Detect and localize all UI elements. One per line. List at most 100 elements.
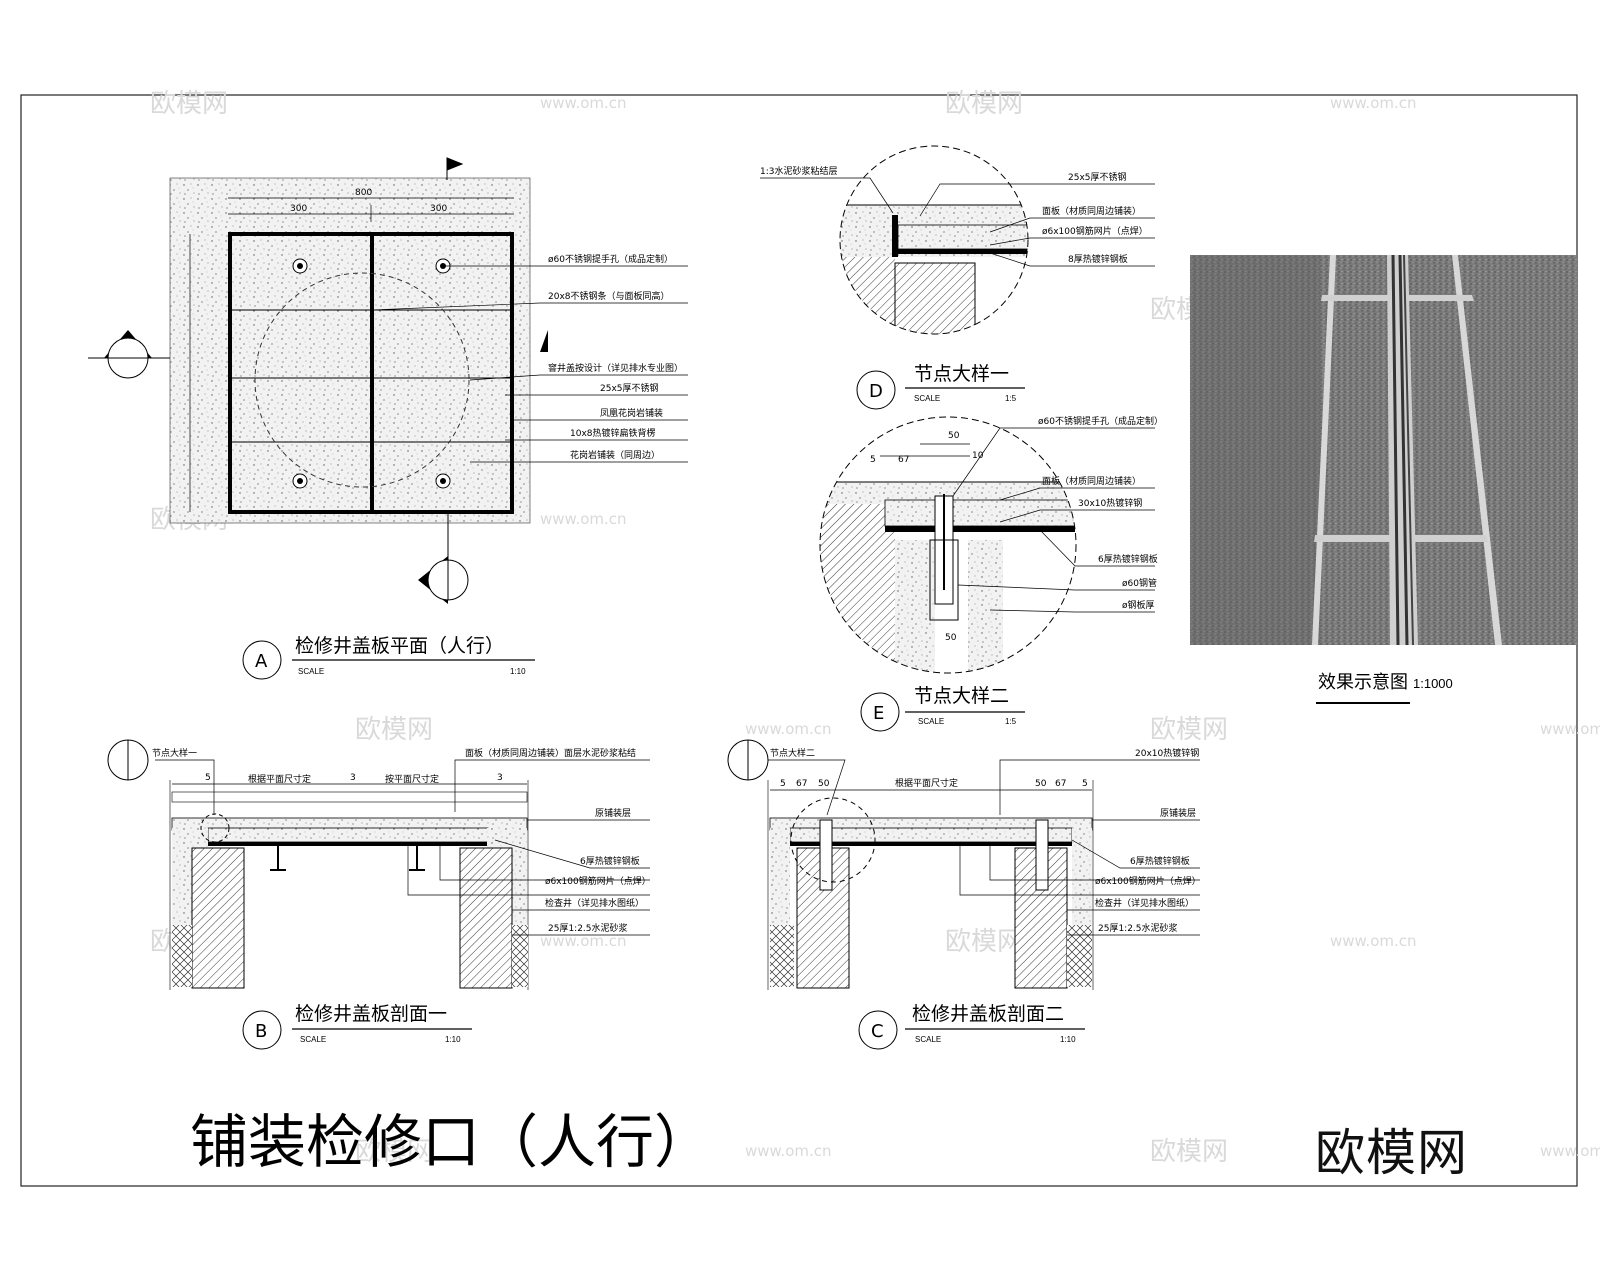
stainless-frame-strips <box>1312 255 1502 645</box>
section-c-dim: 67 <box>1055 779 1066 789</box>
view-b-mark-letter: B <box>255 1021 267 1042</box>
section-b-label: 25厚1:2.5水泥砂浆 <box>548 922 628 934</box>
section-c-dim: 67 <box>796 779 807 789</box>
detail-e-label: ø钢板厚 <box>1122 599 1155 611</box>
view-a-plan: 800 300 300 ø60不锈钢提手孔（成品定制） <box>88 157 688 680</box>
view-b-section: 5 3 3 节点大样一 面板（材质同周边铺装）面层水泥砂浆粘结 根据平面尺寸定 … <box>107 739 651 1050</box>
view-d-scale: 1:5 <box>1005 394 1017 403</box>
lifting-hole-icon <box>435 473 451 489</box>
view-c-scale-word: SCALE <box>915 1035 941 1044</box>
detail-e-dim: 5 <box>870 455 876 465</box>
view-e-detail: 50 10 67 5 50 ø60不锈钢提手孔（成品定制） 面板（材质同周边铺装… <box>819 415 1163 732</box>
view-mark-a <box>242 640 282 680</box>
plan-label: ø60不锈钢提手孔（成品定制） <box>548 253 673 265</box>
view-d-scale-word: SCALE <box>914 394 940 403</box>
plan-label: 10x8热镀锌扁铁背楞 <box>570 427 656 439</box>
watermark-layer: 欧模网www.om.cn欧模网www.om.cn欧模网欧模网www.om.cnw… <box>150 89 1600 1167</box>
view-e-title: 节点大样二 <box>914 685 1009 707</box>
view-d-mark-letter: D <box>869 381 883 402</box>
north-flag-icon <box>446 157 464 180</box>
view-e-scale-word: SCALE <box>918 717 944 726</box>
watermark-text: www.om.cn <box>540 932 627 950</box>
watermark-text: 欧模网 <box>945 89 1023 119</box>
detail-e-label: ø60不锈钢提手孔（成品定制） <box>1038 415 1163 427</box>
section-b-label: ø6x100钢筋网片（点焊） <box>545 875 651 887</box>
watermark-text: 欧模网 <box>355 715 433 745</box>
manhole-opening-outline <box>254 272 470 488</box>
view-b-title: 检修井盖板剖面一 <box>295 1003 447 1025</box>
watermark-text: www.om.cn <box>540 510 627 528</box>
watermark-text: www.om.cn <box>745 1142 832 1160</box>
view-c-title: 检修井盖板剖面二 <box>912 1003 1064 1025</box>
detail-e-dim: 10 <box>972 451 984 461</box>
detail-e-label: ø60钢管 <box>1122 577 1157 589</box>
effect-photo <box>1190 255 1577 645</box>
view-e-mark-letter: E <box>873 703 884 724</box>
section-c-label: 25厚1:2.5水泥砂浆 <box>1098 922 1178 934</box>
section-b-label: 检查井（详见排水图纸） <box>545 897 644 909</box>
plan-label: 25x5厚不锈钢 <box>600 382 659 394</box>
view-a-title: 检修井盖板平面（人行） <box>295 635 504 657</box>
dim-300-right: 300 <box>430 204 447 214</box>
watermark-text: www.om.cn <box>1540 720 1600 738</box>
section-marker-c-icon <box>418 556 469 604</box>
section-c-dim: 5 <box>780 779 786 789</box>
effect-title: 效果示意图 <box>1318 672 1408 693</box>
section-c-label: 根据平面尺寸定 <box>895 777 958 789</box>
section-b-dim: 5 <box>205 773 211 783</box>
view-d-title: 节点大样一 <box>914 363 1009 385</box>
watermark-text: 欧模网 <box>1150 715 1228 745</box>
sheet-border <box>20 94 1578 1187</box>
watermark-text: www.om.cn <box>1330 94 1417 112</box>
view-a-scale: 1:10 <box>510 667 526 676</box>
detail-e-label: 30x10热镀锌钢 <box>1078 497 1142 509</box>
view-c-scale: 1:10 <box>1060 1035 1076 1044</box>
detail-d-label: ø6x100钢筋网片（点焊） <box>1042 225 1148 237</box>
watermark-text: www.om.cn <box>1330 932 1417 950</box>
lifting-hole-icon <box>292 473 308 489</box>
section-b-dim: 3 <box>497 773 503 783</box>
effect-scale: 1:1000 <box>1413 676 1453 691</box>
detail-e-dim: 67 <box>898 455 909 465</box>
section-c-label: 节点大样二 <box>770 747 815 759</box>
watermark-text: www.om.cn <box>745 720 832 738</box>
section-marker-b-icon <box>104 330 152 379</box>
watermark-text: 欧模网 <box>945 927 1023 957</box>
section-flag-icon <box>540 330 548 352</box>
section-b-label: 节点大样一 <box>152 747 197 759</box>
view-b-scale-word: SCALE <box>300 1035 326 1044</box>
dim-800: 800 <box>355 188 372 198</box>
sheet-title: 铺装检修口（人行） <box>190 1108 713 1176</box>
section-c-label: 检查井（详见排水图纸） <box>1095 897 1194 909</box>
detail-d-label: 1:3水泥砂浆粘结层 <box>760 165 838 177</box>
section-c-dim: 50 <box>818 779 830 789</box>
detail-e-label: 面板（材质同周边铺装） <box>1042 475 1141 487</box>
view-d-detail: 1:3水泥砂浆粘结层 25x5厚不锈钢 面板（材质同周边铺装） ø6x100钢筋… <box>760 145 1155 410</box>
detail-e-dim: 50 <box>948 431 960 441</box>
watermark-text: www.om.cn <box>1540 1142 1600 1160</box>
plan-label: 20x8不锈钢条（与面板同高） <box>548 290 670 302</box>
section-c-label: ø6x100钢筋网片（点焊） <box>1095 875 1201 887</box>
dim-300-left: 300 <box>290 204 307 214</box>
section-c-label: 原铺装层 <box>1160 807 1196 819</box>
watermark-text: 欧模网 <box>150 89 228 119</box>
plan-label: 花岗岩铺装（同周边） <box>570 449 660 461</box>
watermark-text: 欧模网 <box>355 1137 433 1167</box>
section-c-label: 6厚热镀锌钢板 <box>1130 855 1190 867</box>
view-mark-b <box>242 1010 282 1050</box>
view-b-scale: 1:10 <box>445 1035 461 1044</box>
section-b-dim: 3 <box>350 773 356 783</box>
detail-e-label: 6厚热镀锌钢板 <box>1098 553 1158 565</box>
view-mark-c <box>858 1010 898 1050</box>
brand-logo: 欧模网 <box>1315 1124 1468 1182</box>
plan-label: 窨井盖按设计（详见排水专业图） <box>548 362 683 374</box>
lifting-hole-icon <box>292 258 308 274</box>
section-b-label: 6厚热镀锌钢板 <box>580 855 640 867</box>
detail-e-dim: 50 <box>945 633 957 643</box>
section-b-label: 原铺装层 <box>595 807 631 819</box>
section-c-label: 20x10热镀锌钢 <box>1135 747 1199 759</box>
plan-label: 凤凰花岗岩铺装 <box>600 407 663 419</box>
section-c-dim: 5 <box>1082 779 1088 789</box>
detail-d-label: 面板（材质同周边铺装） <box>1042 205 1141 217</box>
